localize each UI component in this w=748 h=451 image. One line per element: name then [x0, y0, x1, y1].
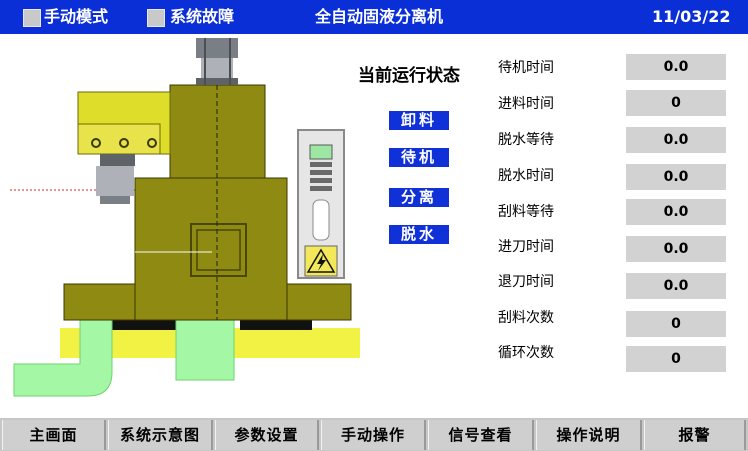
- side-motor-body: [96, 166, 134, 196]
- machine-diagram: [10, 38, 360, 397]
- manual-mode-label: 手动模式: [44, 7, 109, 26]
- param-label-scrape-count: 刮料次数: [498, 310, 554, 326]
- nav-operation-guide[interactable]: 操作说明: [536, 420, 642, 450]
- param-value-scrape-count[interactable]: 0: [626, 311, 726, 337]
- bolt: [91, 138, 101, 148]
- cabinet-handle: [312, 199, 330, 241]
- discharge-chute: [175, 319, 235, 381]
- base-strip-right: [240, 320, 312, 330]
- param-value-dewater-time[interactable]: 0.0: [626, 164, 726, 190]
- nav-alarm[interactable]: 报警: [644, 420, 746, 450]
- param-value-feed-time[interactable]: 0: [626, 90, 726, 116]
- top-motor-body: [201, 58, 233, 78]
- state-standby[interactable]: 待机: [389, 148, 449, 167]
- bolt: [119, 138, 129, 148]
- top-motor-mount: [196, 78, 238, 85]
- nav-parameter-settings[interactable]: 参数设置: [215, 420, 319, 450]
- param-label-dewater-wait: 脱水等待: [498, 132, 554, 148]
- cabinet-key: [310, 178, 332, 183]
- drain-pipe: [13, 319, 113, 397]
- view-window: [190, 223, 247, 277]
- lightning-icon: [317, 254, 326, 271]
- system-fault-label: 系统故障: [170, 7, 235, 26]
- machine-title: 全自动固液分离机: [315, 7, 444, 26]
- nav-system-diagram[interactable]: 系统示意图: [108, 420, 213, 450]
- manual-mode-indicator: [23, 9, 41, 27]
- scraper-arm-lower: [77, 123, 161, 155]
- top-motor-head: [196, 38, 238, 58]
- param-label-knife-out-time: 退刀时间: [498, 274, 554, 290]
- param-value-scrape-wait[interactable]: 0.0: [626, 199, 726, 225]
- base-strip-left: [112, 320, 177, 330]
- cabinet-display: [309, 144, 333, 160]
- bolt: [147, 138, 157, 148]
- param-label-cycle-count: 循环次数: [498, 345, 554, 361]
- header-bar: [0, 0, 748, 34]
- side-motor-base: [100, 196, 130, 204]
- nav-manual-operation[interactable]: 手动操作: [321, 420, 426, 450]
- param-label-feed-time: 进料时间: [498, 96, 554, 112]
- state-separation[interactable]: 分离: [389, 188, 449, 207]
- param-label-knife-in-time: 进刀时间: [498, 239, 554, 255]
- param-value-standby-time[interactable]: 0.0: [626, 54, 726, 80]
- param-label-dewater-time: 脱水时间: [498, 168, 554, 184]
- cabinet-key: [310, 162, 332, 167]
- view-window-inner: [196, 229, 241, 271]
- date-display: 11/03/22: [652, 7, 731, 26]
- param-value-dewater-wait[interactable]: 0.0: [626, 127, 726, 153]
- cabinet-key: [310, 170, 332, 175]
- running-status-title: 当前运行状态: [358, 66, 460, 86]
- side-motor-cap: [100, 154, 135, 166]
- state-dewatering[interactable]: 脱水: [389, 225, 449, 244]
- nav-signal-view[interactable]: 信号查看: [428, 420, 534, 450]
- state-unload[interactable]: 卸料: [389, 111, 449, 130]
- param-label-scrape-wait: 刮料等待: [498, 204, 554, 220]
- nav-main-screen[interactable]: 主画面: [2, 420, 106, 450]
- cabinet-key: [310, 186, 332, 191]
- upper-body: [169, 84, 266, 179]
- param-label-standby-time: 待机时间: [498, 60, 554, 76]
- param-value-cycle-count[interactable]: 0: [626, 346, 726, 372]
- param-value-knife-out-time[interactable]: 0.0: [626, 273, 726, 299]
- main-body: [134, 177, 288, 321]
- system-fault-indicator: [147, 9, 165, 27]
- param-value-knife-in-time[interactable]: 0.0: [626, 236, 726, 262]
